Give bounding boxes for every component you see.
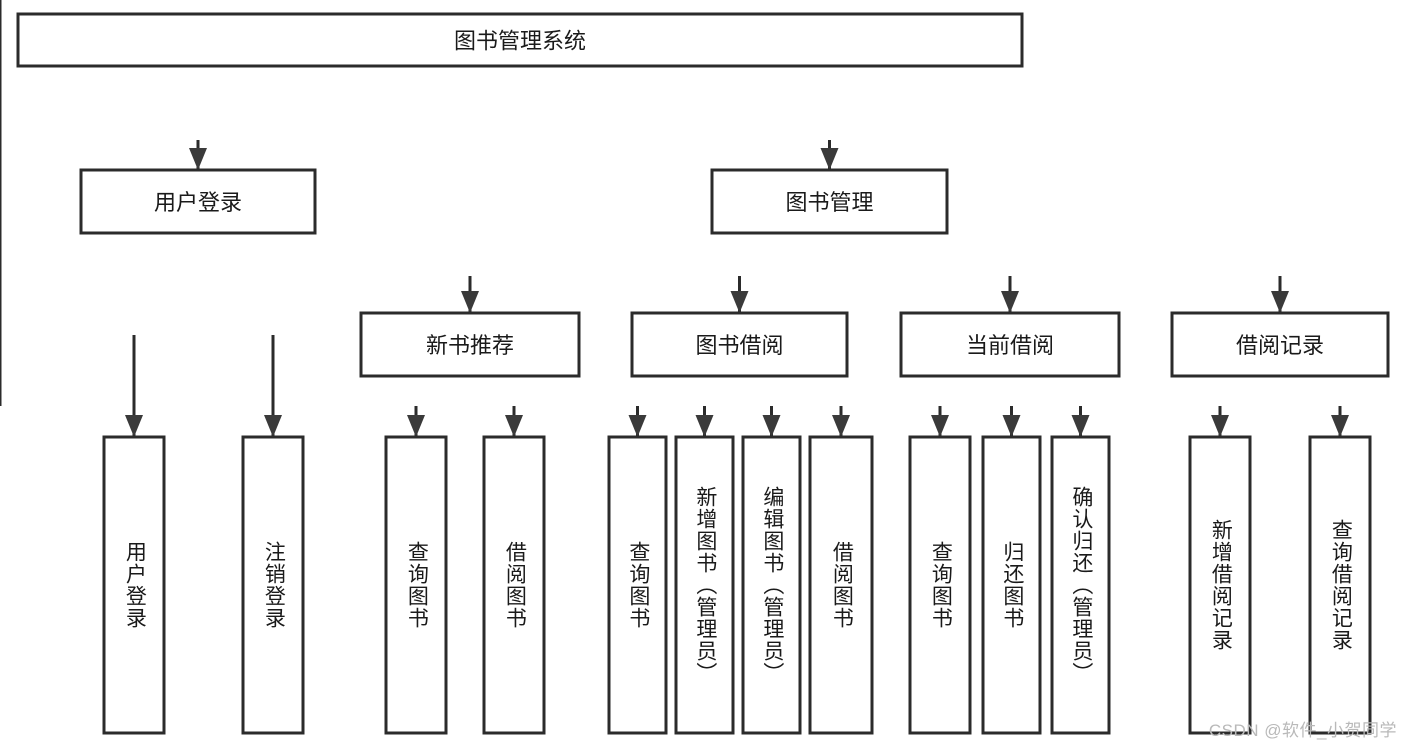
root-book-management-system-box[interactable] xyxy=(16,12,1024,68)
arrow-head-icon xyxy=(820,148,839,170)
arrow-head-icon xyxy=(1001,291,1019,313)
leaf-query-book-1-box[interactable] xyxy=(384,435,448,735)
leaf-borrow-book-1-box[interactable] xyxy=(482,435,546,735)
arrow-head-icon xyxy=(189,148,207,170)
leaf-edit-book-admin-box[interactable] xyxy=(741,435,802,735)
current-borrow-label: 当前借阅 xyxy=(966,333,1054,358)
arrow-head-icon xyxy=(730,291,749,313)
book-borrow-box[interactable] xyxy=(630,311,849,378)
current-borrow-box[interactable] xyxy=(899,311,1121,378)
arrow-head-icon xyxy=(931,415,949,437)
arrow-head-icon xyxy=(505,415,523,437)
root-book-management-system-label: 图书管理系统 xyxy=(454,29,586,54)
leaf-user-login-box[interactable] xyxy=(102,435,166,735)
leaf-query-borrow-record-box[interactable] xyxy=(1308,435,1372,735)
arrow-head-icon xyxy=(1271,291,1289,313)
arrow-head-icon xyxy=(1331,415,1349,437)
connector-layer xyxy=(0,0,1349,437)
arrow-head-icon xyxy=(264,415,282,437)
arrow-head-icon xyxy=(407,415,425,437)
arrow-head-icon xyxy=(1002,415,1021,437)
leaf-query-book-2-box[interactable] xyxy=(607,435,668,735)
new-book-recommend-label: 新书推荐 xyxy=(426,333,514,358)
watermark: CSDN @软件_小贺同学 xyxy=(1208,721,1397,740)
leaf-borrow-book-2-box[interactable] xyxy=(808,435,874,735)
book-management-label: 图书管理 xyxy=(785,190,873,215)
user-login-box[interactable] xyxy=(79,168,317,235)
arrow-head-icon xyxy=(695,415,714,437)
leaf-add-borrow-record-box[interactable] xyxy=(1188,435,1252,735)
arrow-head-icon xyxy=(628,415,647,437)
arrow-head-icon xyxy=(1071,415,1090,437)
book-borrow-label: 图书借阅 xyxy=(695,333,783,358)
leaf-confirm-return-admin-box[interactable] xyxy=(1050,435,1111,735)
arrow-head-icon xyxy=(461,291,479,313)
book-management-box[interactable] xyxy=(710,168,949,235)
leaf-add-book-admin-box[interactable] xyxy=(674,435,735,735)
arrow-head-icon xyxy=(832,415,850,437)
arrow-head-icon xyxy=(125,415,143,437)
new-book-recommend-box[interactable] xyxy=(359,311,581,378)
arrow-head-icon xyxy=(1211,415,1229,437)
arrow-head-icon xyxy=(762,415,781,437)
borrow-record-label: 借阅记录 xyxy=(1236,333,1324,358)
leaf-query-book-3-box[interactable] xyxy=(908,435,972,735)
leaf-return-book-box[interactable] xyxy=(981,435,1042,735)
user-login-label: 用户登录 xyxy=(154,190,242,215)
leaf-logout-box[interactable] xyxy=(241,435,305,735)
borrow-record-box[interactable] xyxy=(1170,311,1390,378)
